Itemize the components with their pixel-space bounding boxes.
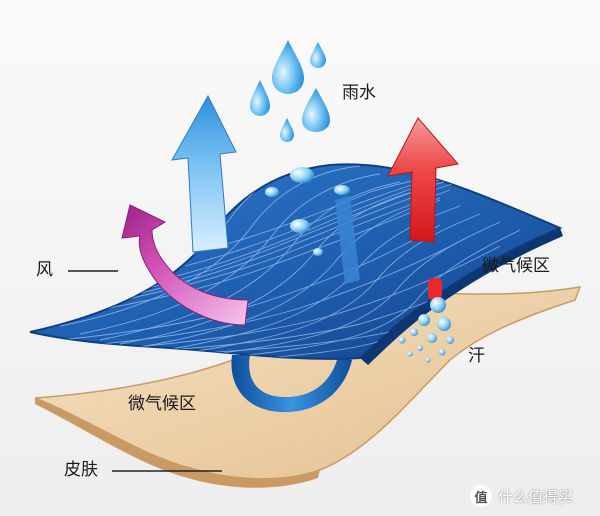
bubble-icon [418, 314, 430, 326]
water-drop-icon [310, 42, 326, 68]
bubble-icon [290, 167, 314, 183]
sweat-bubbles [398, 297, 454, 363]
bubble-icon [265, 187, 279, 197]
label-microclimate-bottom: 微气候区 [128, 394, 196, 414]
water-drop-icon [280, 118, 294, 142]
bubble-icon [437, 317, 451, 331]
vapor-arrow-blue [171, 94, 237, 253]
bubble-icon [290, 219, 310, 233]
watermark-text: 什么值得买 [498, 487, 574, 506]
bubble-icon [313, 248, 323, 256]
fabric-edge [360, 228, 563, 365]
bubble-icon [334, 185, 350, 195]
rain-drops [250, 40, 330, 142]
label-rain: 雨水 [342, 83, 376, 103]
fabric-curl [231, 355, 352, 413]
bubble-icon [438, 348, 446, 356]
watermark: 值 什么值得买 [470, 485, 573, 507]
fabric-fold [335, 196, 360, 284]
watermark-badge: 值 [470, 485, 492, 507]
water-beads [265, 167, 350, 256]
bubble-icon [427, 333, 437, 343]
label-microclimate-top: 微气候区 [482, 256, 550, 276]
bubble-icon [407, 351, 413, 357]
water-drop-icon [302, 88, 330, 132]
water-drop-icon [272, 40, 304, 94]
bubble-icon [398, 336, 406, 344]
wind-arrow [121, 204, 249, 326]
bubble-icon [430, 297, 446, 313]
water-drop-icon [250, 80, 270, 116]
skin-layer-edge [35, 398, 320, 488]
bubble-icon [417, 345, 423, 351]
label-skin: 皮肤 [64, 460, 98, 480]
label-wind: 风 [36, 260, 53, 280]
bubble-icon [425, 357, 431, 363]
heat-source [428, 278, 442, 300]
bubble-icon [410, 328, 418, 336]
label-sweat: 汗 [468, 346, 485, 366]
bubble-icon [446, 336, 454, 344]
heat-arrow-red [387, 117, 459, 243]
